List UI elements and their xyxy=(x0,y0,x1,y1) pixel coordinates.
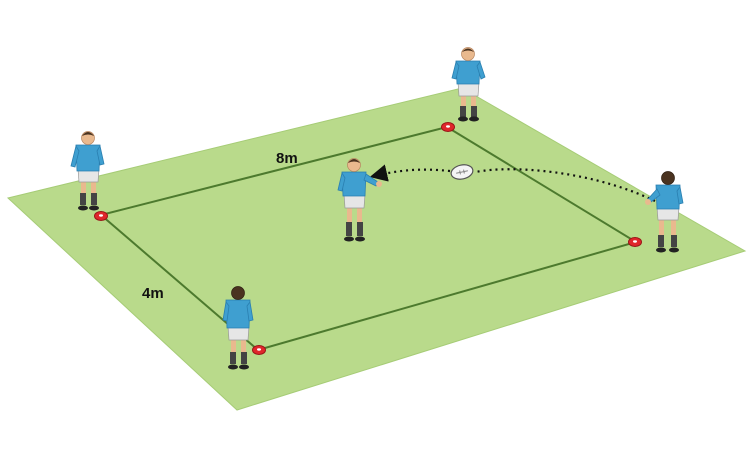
rugby-player-icon xyxy=(645,171,684,253)
cone-marker-icon xyxy=(252,345,266,355)
width-label: 8m xyxy=(276,150,298,167)
pass-arrow xyxy=(475,168,656,202)
depth-label: 4m xyxy=(142,285,164,302)
cone-marker-icon xyxy=(94,211,108,221)
rugby-player-icon xyxy=(222,286,254,370)
rugby-player-icon xyxy=(70,131,105,211)
rugby-player-icon xyxy=(337,158,382,242)
grass-pitch xyxy=(6,87,747,411)
cone-marker-icon xyxy=(628,237,642,247)
rugby-player-icon xyxy=(451,47,486,122)
cone-marker-icon xyxy=(441,122,455,132)
rugby-ball-icon xyxy=(450,164,474,180)
